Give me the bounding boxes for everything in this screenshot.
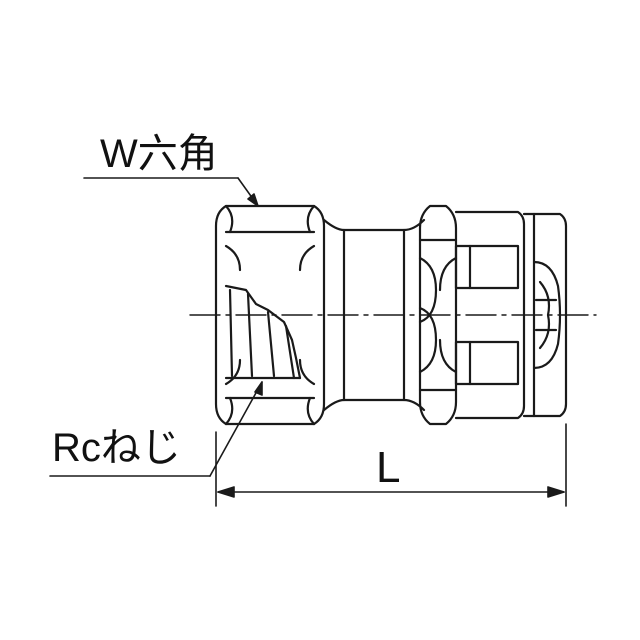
leader-hex (83, 177, 259, 207)
length-label: L (376, 443, 401, 492)
dimension-l (215, 423, 567, 507)
leader-thread (49, 381, 263, 477)
hex-nut-left (214, 204, 326, 426)
thread-label: Rcねじ (52, 426, 181, 470)
hex-size-label: W六角 (100, 132, 218, 176)
rc-thread-section (224, 284, 302, 380)
hex-nut-right (418, 204, 458, 426)
